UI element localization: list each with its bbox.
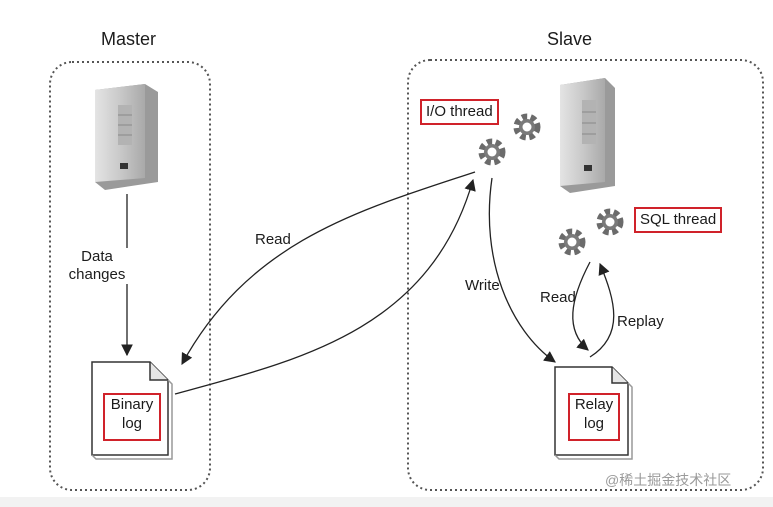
footer-band (0, 497, 773, 507)
write-arrow (488, 177, 556, 363)
io-thread-label: I/O thread (420, 99, 499, 125)
master-server-icon (95, 84, 158, 190)
read-request-arrow (181, 171, 476, 366)
sql-read-arrow (572, 261, 591, 351)
watermark-text: @稀土掘金技术社区 (605, 472, 732, 488)
replay-arrow (589, 262, 615, 358)
sql-thread-label: SQL thread (634, 207, 723, 233)
master-container (49, 61, 211, 491)
sql-read-label: Read (540, 289, 576, 306)
relay-log-label: Relay log (568, 393, 620, 441)
link-read-label: Read (255, 231, 291, 248)
slave-server-icon (560, 78, 615, 193)
master-title: Master (101, 29, 157, 49)
write-label: Write (465, 277, 500, 294)
slave-container (407, 59, 764, 491)
binary-log-label: Binary log (103, 393, 161, 441)
data-changes-label: Data changes (66, 248, 128, 284)
replay-label: Replay (617, 313, 664, 330)
slave-title: Slave (547, 29, 593, 49)
sql-thread-gears-icon (562, 212, 620, 252)
binlog-transfer-arrow (174, 178, 476, 395)
